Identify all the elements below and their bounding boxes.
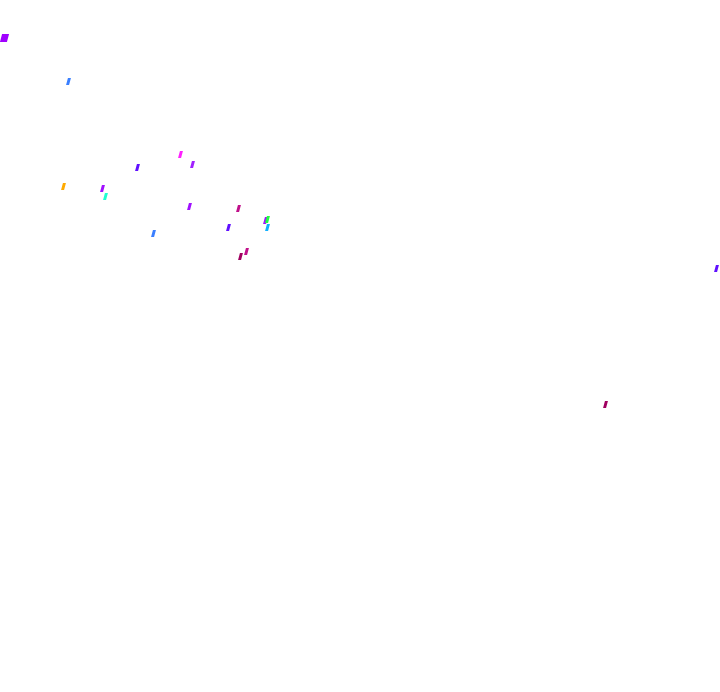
data-point-0 — [0, 34, 9, 42]
data-point-17 — [713, 264, 719, 272]
data-point-15 — [243, 247, 249, 255]
data-point-4 — [134, 163, 140, 171]
data-point-8 — [186, 202, 192, 210]
data-point-13 — [225, 223, 231, 231]
data-point-5 — [60, 182, 66, 190]
data-point-16 — [237, 252, 243, 260]
data-point-3 — [189, 160, 195, 168]
data-point-2 — [177, 150, 183, 158]
data-point-9 — [235, 204, 241, 212]
data-point-6 — [99, 184, 105, 192]
data-point-14 — [150, 229, 156, 237]
data-point-18 — [602, 400, 608, 408]
data-point-1 — [65, 77, 71, 85]
data-point-12 — [264, 223, 270, 231]
data-point-7 — [102, 192, 108, 200]
